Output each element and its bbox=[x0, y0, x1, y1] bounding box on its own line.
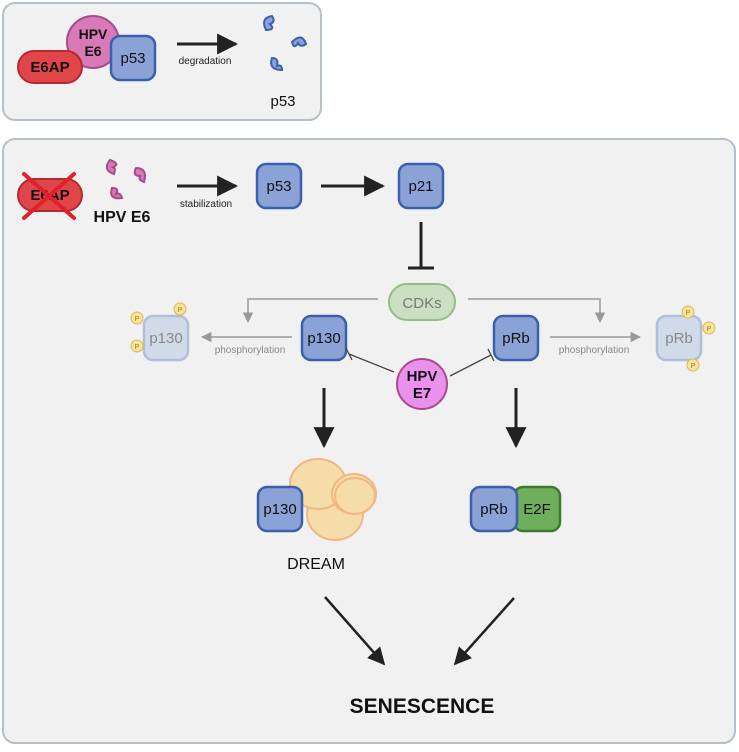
dream-complex-cloud bbox=[289, 458, 377, 541]
prb-node: pRb bbox=[492, 314, 540, 362]
phosphate-icon: P bbox=[130, 339, 144, 353]
svg-text:E6: E6 bbox=[84, 43, 101, 59]
hpv-e6-fragments-icon bbox=[105, 158, 146, 200]
hpv-e7-inhibits-p130 bbox=[345, 347, 395, 373]
svg-text:pRb: pRb bbox=[480, 501, 508, 518]
phosphorylation-left-label: phosphorylation bbox=[215, 345, 286, 356]
svg-text:p130: p130 bbox=[263, 501, 296, 518]
svg-text:P: P bbox=[135, 344, 140, 351]
complex-e2f-node: E2F bbox=[512, 485, 562, 533]
cdks-to-p130-phospho-arrow bbox=[242, 298, 378, 324]
svg-text:p21: p21 bbox=[408, 178, 433, 195]
svg-text:P: P bbox=[707, 326, 712, 333]
e6ap-node: E6AP bbox=[17, 50, 83, 84]
p21-node: p21 bbox=[397, 162, 445, 210]
p21-inhibits-cdks bbox=[408, 222, 434, 270]
e2f-to-senescence-arrow bbox=[453, 597, 515, 666]
p53-node: p53 bbox=[109, 34, 157, 82]
phosphorylation-right-label: phosphorylation bbox=[559, 345, 630, 356]
svg-text:p53: p53 bbox=[120, 50, 145, 67]
svg-text:HPV: HPV bbox=[79, 26, 108, 42]
dream-label: DREAM bbox=[287, 556, 345, 573]
svg-text:P: P bbox=[135, 316, 140, 323]
svg-text:E6AP: E6AP bbox=[30, 59, 69, 76]
cdks-node: CDKs bbox=[388, 283, 456, 321]
svg-text:p130: p130 bbox=[307, 330, 340, 347]
svg-text:E2F: E2F bbox=[523, 501, 551, 518]
p130-node: p130 bbox=[300, 314, 348, 362]
hpv-e7-inhibits-prb bbox=[449, 348, 495, 377]
phospho-prb-node: pRb bbox=[655, 314, 703, 362]
stabilization-label: stabilization bbox=[180, 199, 232, 210]
senescence-label: SENESCENCE bbox=[350, 695, 495, 718]
svg-text:p53: p53 bbox=[266, 178, 291, 195]
p53-fragments-icon bbox=[263, 14, 308, 72]
bottom-panel bbox=[2, 138, 736, 744]
cross-out-icon bbox=[22, 172, 76, 220]
phospho-p130-node: p130 bbox=[142, 314, 190, 362]
svg-text:P: P bbox=[178, 307, 183, 314]
complex-prb-node: pRb bbox=[469, 485, 519, 533]
svg-text:E7: E7 bbox=[413, 385, 431, 402]
phosphate-icon: P bbox=[686, 358, 700, 372]
cdks-to-prb-phospho-arrow bbox=[468, 298, 606, 324]
phosphate-icon: P bbox=[681, 305, 695, 319]
svg-text:P: P bbox=[691, 363, 696, 370]
dream-complex-cloud-outline bbox=[334, 477, 376, 515]
phosphate-icon: P bbox=[130, 311, 144, 325]
svg-text:pRb: pRb bbox=[665, 330, 693, 347]
phosphate-icon: P bbox=[173, 302, 187, 316]
p53-fragments-label: p53 bbox=[270, 93, 295, 110]
svg-text:pRb: pRb bbox=[502, 330, 530, 347]
svg-text:CDKs: CDKs bbox=[402, 295, 441, 312]
hpv-e7-node: HPV E7 bbox=[396, 358, 448, 410]
dream-p130-node: p130 bbox=[256, 485, 304, 533]
dream-to-senescence-arrow bbox=[324, 596, 386, 666]
phosphate-icon: P bbox=[702, 321, 716, 335]
degradation-label: degradation bbox=[179, 56, 232, 67]
svg-text:P: P bbox=[686, 310, 691, 317]
svg-text:HPV: HPV bbox=[407, 368, 438, 385]
hpv-e6-label: HPV E6 bbox=[94, 209, 151, 226]
p53-stable-node: p53 bbox=[255, 162, 303, 210]
svg-text:p130: p130 bbox=[149, 330, 182, 347]
